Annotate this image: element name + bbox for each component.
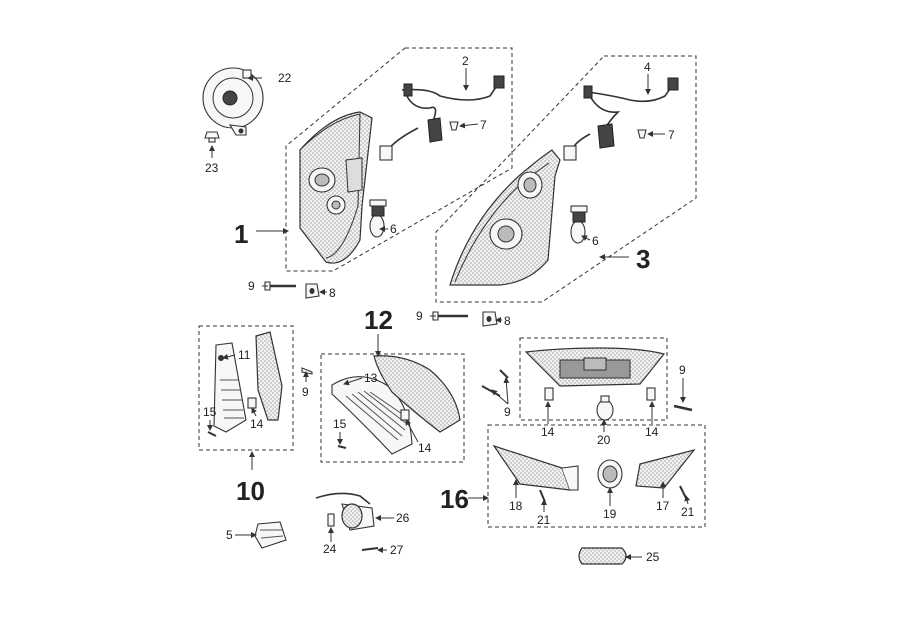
right-harness-part xyxy=(563,77,679,161)
rear-socket-19-part xyxy=(597,459,623,489)
rear-bulb-14-left-part xyxy=(544,387,554,401)
callout-20: 20 xyxy=(597,433,611,447)
group-box-left-indicator xyxy=(198,325,294,451)
group-box-rear-light xyxy=(519,337,668,421)
callout-9-center: 9 xyxy=(416,309,423,323)
callout-4: 4 xyxy=(644,60,651,74)
left-screw-9-part xyxy=(264,281,296,291)
callout-21-left: 21 xyxy=(537,513,551,527)
callout-9-rear-right: 9 xyxy=(679,363,686,377)
callout-22: 22 xyxy=(278,71,292,85)
callout-11: 11 xyxy=(238,348,251,362)
callout-25: 25 xyxy=(646,550,660,564)
horn-nut-part xyxy=(204,131,220,143)
left-clip-8-part xyxy=(305,283,320,299)
center-screw-9-part xyxy=(432,311,468,321)
bulb-24-part xyxy=(327,513,335,527)
callout-14-center: 14 xyxy=(418,441,432,455)
leader-lines xyxy=(207,68,691,560)
right-screw-7-part xyxy=(637,129,647,139)
callout-6-right: 6 xyxy=(592,234,599,248)
rear-screw-21-right-part xyxy=(679,485,687,499)
rear-bulb-20-part xyxy=(596,395,614,421)
callout-6-left: 6 xyxy=(390,222,397,236)
callout-10: 10 xyxy=(236,476,265,506)
left-harness-part xyxy=(379,75,505,161)
reflector-25-part xyxy=(578,547,627,565)
callout-9-indicator: 9 xyxy=(302,385,309,399)
callout-3: 3 xyxy=(636,244,650,274)
center-indicator-housing-part xyxy=(373,355,461,433)
callout-23: 23 xyxy=(205,161,219,175)
callout-14-rear-left: 14 xyxy=(541,425,555,439)
callout-21-right: 21 xyxy=(681,505,695,519)
callout-7-right: 7 xyxy=(668,128,675,142)
callout-15-center: 15 xyxy=(333,417,347,431)
horn-part xyxy=(202,67,264,136)
callout-17: 17 xyxy=(656,499,670,513)
callout-9-left: 9 xyxy=(248,279,255,293)
right-headlight-part xyxy=(449,149,561,286)
group-box-right-headlight xyxy=(435,55,697,303)
callout-12: 12 xyxy=(364,305,393,335)
clip-5-part xyxy=(254,521,287,549)
callout-labels: 1 2 3 4 5 6 6 7 7 8 8 9 9 9 9 9 10 11 12… xyxy=(203,54,695,564)
left-screw-9b-part xyxy=(301,367,313,375)
callout-18: 18 xyxy=(509,499,523,513)
screw-27-part xyxy=(361,547,379,551)
callout-15-left: 15 xyxy=(203,405,217,419)
plate-light-26-part xyxy=(315,492,375,531)
callout-16: 16 xyxy=(440,484,469,514)
group-box-left-headlight xyxy=(285,47,513,272)
callout-27: 27 xyxy=(390,543,404,557)
rear-indicator-right-17-part xyxy=(635,448,696,489)
rear-screw-9-right-part xyxy=(673,404,693,412)
callout-19: 19 xyxy=(603,507,617,521)
center-clip-8-part xyxy=(482,311,498,327)
callout-7-left: 7 xyxy=(480,118,487,132)
callout-5: 5 xyxy=(226,528,233,542)
center-bulb-14-part xyxy=(400,409,410,421)
left-bulb-14-part xyxy=(247,397,257,409)
callout-13: 13 xyxy=(364,371,378,385)
callout-26: 26 xyxy=(396,511,410,525)
left-screw-7-part xyxy=(449,121,459,131)
callout-2: 2 xyxy=(462,54,469,68)
callout-14-rear-right: 14 xyxy=(645,425,659,439)
callout-14-left: 14 xyxy=(250,417,264,431)
center-screw-15-part xyxy=(337,445,347,449)
left-headlight-bulb-part xyxy=(369,199,387,238)
callout-24: 24 xyxy=(323,542,337,556)
rear-indicator-left-18-part xyxy=(492,444,579,491)
callout-8-left: 8 xyxy=(329,286,336,300)
left-indicator-housing-part xyxy=(255,331,283,421)
callout-8-center: 8 xyxy=(504,314,511,328)
rear-bulb-14-right-part xyxy=(646,387,656,401)
group-box-rear-indicators xyxy=(487,424,706,528)
callout-1: 1 xyxy=(234,219,248,249)
left-headlight-part xyxy=(299,111,373,264)
group-box-center-indicator xyxy=(320,353,465,463)
left-screw-15-part xyxy=(207,431,217,437)
rear-light-part xyxy=(524,347,666,387)
callout-9-rear-left: 9 xyxy=(504,405,511,419)
